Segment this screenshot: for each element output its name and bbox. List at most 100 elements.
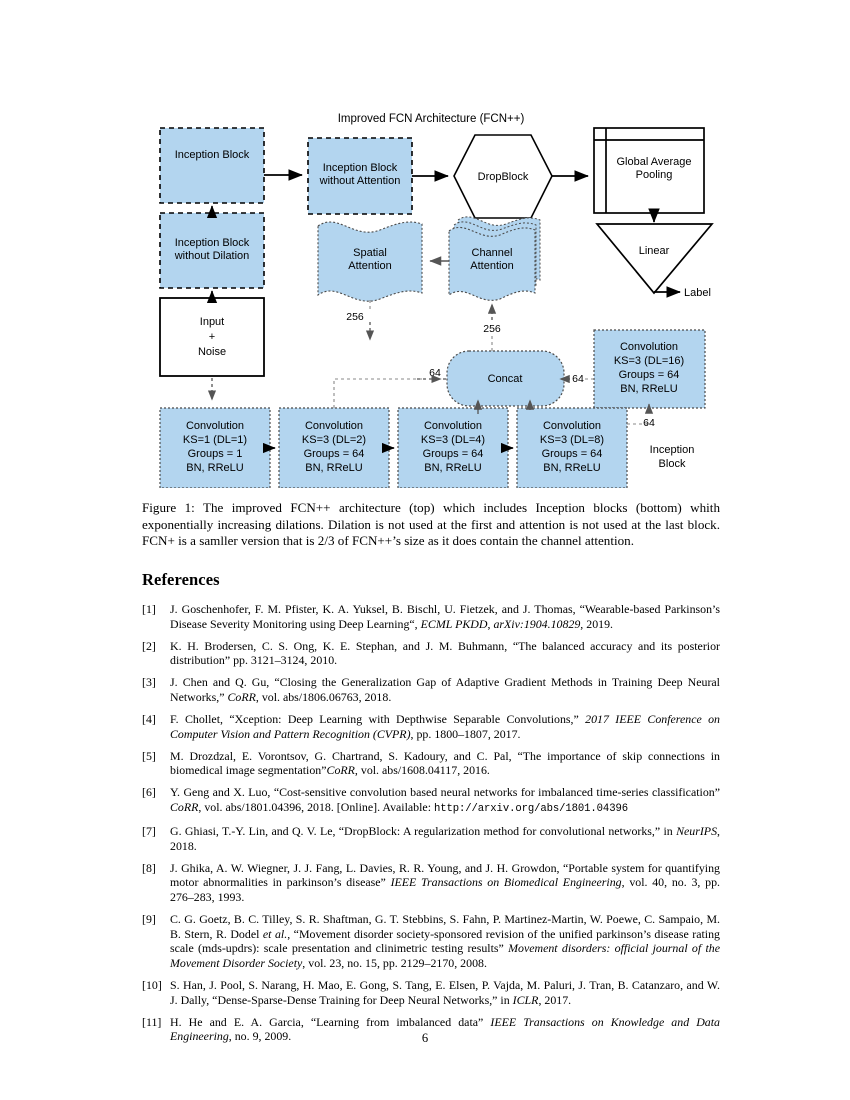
node-convolution-dl16-line1: Convolution bbox=[620, 341, 678, 353]
reference-item: [5] M. Drozdzal, E. Vorontsov, G. Chartr… bbox=[142, 749, 720, 778]
node-convolution-dl2-line1: Convolution bbox=[305, 420, 363, 432]
reference-number: [1] bbox=[142, 602, 156, 616]
reference-number: [11] bbox=[142, 1014, 162, 1029]
reference-text: J. Chen and Q. Gu, “Closing the Generali… bbox=[170, 675, 720, 704]
node-convolution-dl8-line2: KS=3 (DL=8) bbox=[540, 434, 604, 446]
node-convolution-dl2-line4: BN, RReLU bbox=[305, 462, 363, 474]
reference-number: [7] bbox=[142, 824, 156, 839]
reference-item: [10] S. Han, J. Pool, S. Narang, H. Mao,… bbox=[142, 978, 720, 1007]
reference-number: [6] bbox=[142, 785, 156, 800]
reference-text: J. Goschenhofer, F. M. Pfister, K. A. Yu… bbox=[170, 602, 720, 631]
figure-diagram-title: Improved FCN Architecture (FCN++) bbox=[338, 113, 525, 125]
reference-text: F. Chollet, “Xception: Deep Learning wit… bbox=[170, 712, 720, 741]
references-heading: References bbox=[142, 570, 220, 589]
reference-text: G. Ghiasi, T.-Y. Lin, and Q. V. Le, “Dro… bbox=[170, 824, 720, 853]
edge-label-dl16-64: 64 bbox=[572, 373, 584, 385]
reference-item: [4] F. Chollet, “Xception: Deep Learning… bbox=[142, 712, 720, 741]
reference-item: [6] Y. Geng and X. Luo, “Cost-sensitive … bbox=[142, 785, 720, 816]
node-inception-block: Inception Block bbox=[159, 127, 265, 204]
node-inception-block-without-attention: Inception Block without Attention bbox=[307, 137, 413, 215]
reference-text: C. G. Goetz, B. C. Tilley, S. R. Shaftma… bbox=[170, 912, 720, 970]
node-input-noise-line1: Input bbox=[200, 316, 224, 328]
node-inception-block-without-attention-line2: without Attention bbox=[319, 175, 401, 187]
reference-number: [8] bbox=[142, 860, 156, 875]
reference-number: [2] bbox=[142, 638, 156, 653]
reference-number: [3] bbox=[142, 675, 156, 690]
reference-item: [8] J. Ghika, A. W. Wiegner, J. J. Fang,… bbox=[142, 861, 720, 905]
node-input-noise-line2: + bbox=[209, 331, 215, 343]
node-convolution-dl8-line4: BN, RReLU bbox=[543, 462, 601, 474]
node-convolution-dl4-line3: Groups = 64 bbox=[423, 448, 484, 460]
reference-item: [3] J. Chen and Q. Gu, “Closing the Gene… bbox=[142, 675, 720, 704]
node-spatial-attention-line1: Spatial bbox=[353, 247, 387, 259]
reference-text: J. Ghika, A. W. Wiegner, J. J. Fang, L. … bbox=[170, 860, 720, 904]
reference-text: Y. Geng and X. Luo, “Cost-sensitive conv… bbox=[170, 785, 720, 816]
node-concat-label: Concat bbox=[488, 373, 523, 385]
reference-text: M. Drozdzal, E. Vorontsov, G. Chartrand,… bbox=[170, 748, 720, 778]
node-dropblock-label: DropBlock bbox=[478, 171, 529, 183]
node-channel-attention: Channel Attention bbox=[448, 216, 541, 301]
edge-conv2-to-concat bbox=[333, 378, 424, 408]
node-linear: Linear bbox=[595, 223, 714, 295]
node-spatial-attention-line2: Attention bbox=[348, 260, 391, 272]
reference-number: [9] bbox=[142, 912, 156, 927]
node-convolution-dl8: Convolution KS=3 (DL=8) Groups = 64 BN, … bbox=[516, 407, 628, 488]
node-inception-block-without-dilation-line1: Inception Block bbox=[175, 237, 250, 249]
node-inception-block-label: Inception Block bbox=[175, 149, 250, 161]
figure-1: Improved FCN Architecture (FCN++) Incept… bbox=[142, 108, 720, 488]
reference-item: [7] G. Ghiasi, T.-Y. Lin, and Q. V. Le, … bbox=[142, 824, 720, 853]
node-linear-label: Linear bbox=[639, 245, 670, 257]
node-inception-block-without-dilation-line2: without Dilation bbox=[174, 250, 250, 262]
node-input-noise: Input + Noise bbox=[159, 297, 265, 377]
reference-number: [10] bbox=[142, 977, 162, 992]
node-convolution-dl8-line3: Groups = 64 bbox=[542, 448, 603, 460]
node-global-average-pooling: Global Average Pooling bbox=[593, 127, 705, 214]
node-global-average-pooling-line1: Global Average bbox=[616, 156, 691, 168]
node-convolution-dl1-line1: Convolution bbox=[186, 420, 244, 432]
page-number: 6 bbox=[421, 1031, 429, 1045]
node-convolution-dl16-line4: BN, RReLU bbox=[620, 383, 678, 395]
diagram-inception-block-caption-line2: Block bbox=[659, 458, 686, 470]
reference-item: [2] K. H. Brodersen, C. S. Ong, K. E. St… bbox=[142, 639, 720, 668]
node-convolution-dl2-line3: Groups = 64 bbox=[304, 448, 365, 460]
node-convolution-dl1-line3: Groups = 1 bbox=[188, 448, 243, 460]
node-convolution-dl1: Convolution KS=1 (DL=1) Groups = 1 BN, R… bbox=[159, 407, 271, 488]
node-convolution-dl1-line2: KS=1 (DL=1) bbox=[183, 434, 247, 446]
node-concat: Concat bbox=[446, 350, 565, 407]
edge-label-dl16-64-down: 64 bbox=[643, 417, 655, 429]
node-inception-block-without-attention-line1: Inception Block bbox=[323, 162, 398, 174]
reference-text: H. He and E. A. Garcia, “Learning from i… bbox=[170, 1014, 720, 1044]
node-label-output: Label bbox=[684, 287, 711, 299]
node-input-noise-line3: Noise bbox=[198, 346, 226, 358]
reference-text: K. H. Brodersen, C. S. Ong, K. E. Stepha… bbox=[170, 638, 720, 668]
node-convolution-dl4-line4: BN, RReLU bbox=[424, 462, 482, 474]
edge-label-spatial-256: 256 bbox=[346, 311, 364, 323]
node-convolution-dl1-line4: BN, RReLU bbox=[186, 462, 244, 474]
node-convolution-dl4: Convolution KS=3 (DL=4) Groups = 64 BN, … bbox=[397, 407, 509, 488]
node-convolution-dl8-line1: Convolution bbox=[543, 420, 601, 432]
edge-label-channel-256: 256 bbox=[483, 323, 501, 335]
node-spatial-attention: Spatial Attention bbox=[317, 221, 423, 302]
reference-item: [11] H. He and E. A. Garcia, “Learning f… bbox=[142, 1015, 720, 1044]
node-convolution-dl2: Convolution KS=3 (DL=2) Groups = 64 BN, … bbox=[278, 407, 390, 488]
node-convolution-dl16-line3: Groups = 64 bbox=[619, 369, 680, 381]
reference-item: [1] J. Goschenhofer, F. M. Pfister, K. A… bbox=[142, 602, 720, 631]
diagram-inception-block-caption-line1: Inception bbox=[650, 444, 695, 456]
node-convolution-dl4-line1: Convolution bbox=[424, 420, 482, 432]
edge-label-conv2-64: 64 bbox=[429, 367, 441, 379]
reference-text: S. Han, J. Pool, S. Narang, H. Mao, E. G… bbox=[170, 977, 720, 1007]
node-convolution-dl2-line2: KS=3 (DL=2) bbox=[302, 434, 366, 446]
reference-number: [5] bbox=[142, 748, 156, 763]
node-channel-attention-line1: Channel bbox=[472, 247, 513, 259]
reference-number: [4] bbox=[142, 712, 156, 727]
reference-item: [9] C. G. Goetz, B. C. Tilley, S. R. Sha… bbox=[142, 912, 720, 970]
references-list: [1] J. Goschenhofer, F. M. Pfister, K. A… bbox=[142, 602, 720, 1051]
figure-caption: Figure 1: The improved FCN++ architectur… bbox=[142, 500, 720, 549]
node-convolution-dl16-line2: KS=3 (DL=16) bbox=[614, 355, 684, 367]
node-dropblock: DropBlock bbox=[453, 134, 553, 219]
edge-conv4-to-dl16 bbox=[627, 420, 648, 425]
node-inception-block-without-dilation: Inception Block without Dilation bbox=[159, 212, 265, 289]
node-channel-attention-line2: Attention bbox=[470, 260, 513, 272]
node-global-average-pooling-line2: Pooling bbox=[636, 169, 673, 181]
